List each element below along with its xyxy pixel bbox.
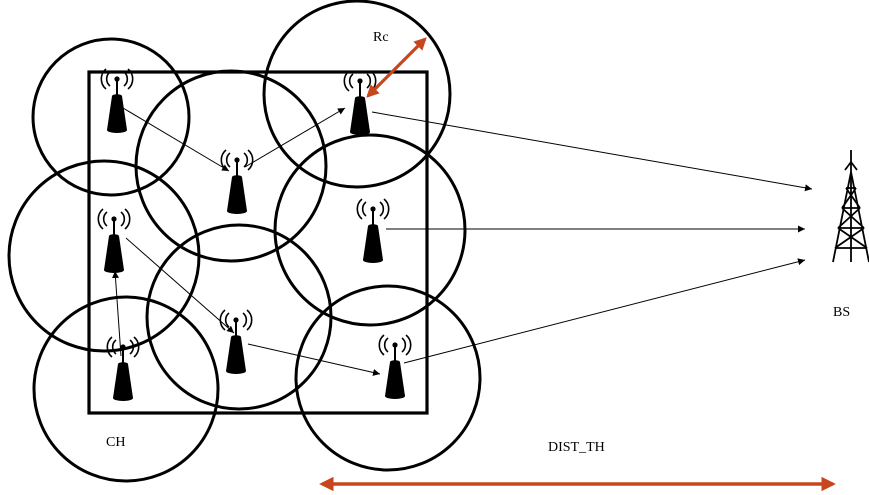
- base-station-links: [371, 111, 813, 364]
- range-circle: [294, 284, 482, 472]
- cluster-region: [87, 70, 429, 415]
- sensor-node-icon: [97, 208, 131, 274]
- link-arrow: [371, 111, 813, 192]
- sensor-node-icon: [220, 149, 254, 215]
- range-circle: [273, 133, 467, 327]
- sensor-node-icon: [343, 70, 377, 136]
- range-circles: [7, 0, 482, 483]
- rc-radius-arrow: [366, 37, 427, 98]
- link-arrow: [112, 270, 122, 357]
- link-arrow: [247, 343, 381, 376]
- link-arrow: [125, 237, 235, 334]
- base-station-tower-icon: [832, 150, 869, 263]
- range-circle: [262, 0, 452, 189]
- link-arrow: [122, 107, 230, 172]
- sensor-node-icon: [356, 198, 390, 264]
- range-circle: [145, 223, 333, 411]
- link-arrow: [244, 107, 346, 168]
- rc-label: Rc: [373, 30, 389, 45]
- sensor-node-icon: [378, 334, 412, 400]
- range-circle: [7, 159, 201, 353]
- range-circle: [31, 37, 191, 197]
- range-circle: [32, 295, 220, 483]
- dist-th-label: DIST_TH: [548, 440, 605, 455]
- sensor-node-icon: [100, 68, 134, 134]
- sensor-node-icon: [106, 336, 140, 402]
- bs-label: BS: [833, 305, 851, 320]
- intra-cluster-links: [112, 107, 381, 376]
- ch-label: CH: [106, 435, 126, 450]
- sensor-nodes: [97, 68, 412, 402]
- link-arrow: [403, 258, 806, 364]
- sensor-node-icon: [219, 309, 253, 375]
